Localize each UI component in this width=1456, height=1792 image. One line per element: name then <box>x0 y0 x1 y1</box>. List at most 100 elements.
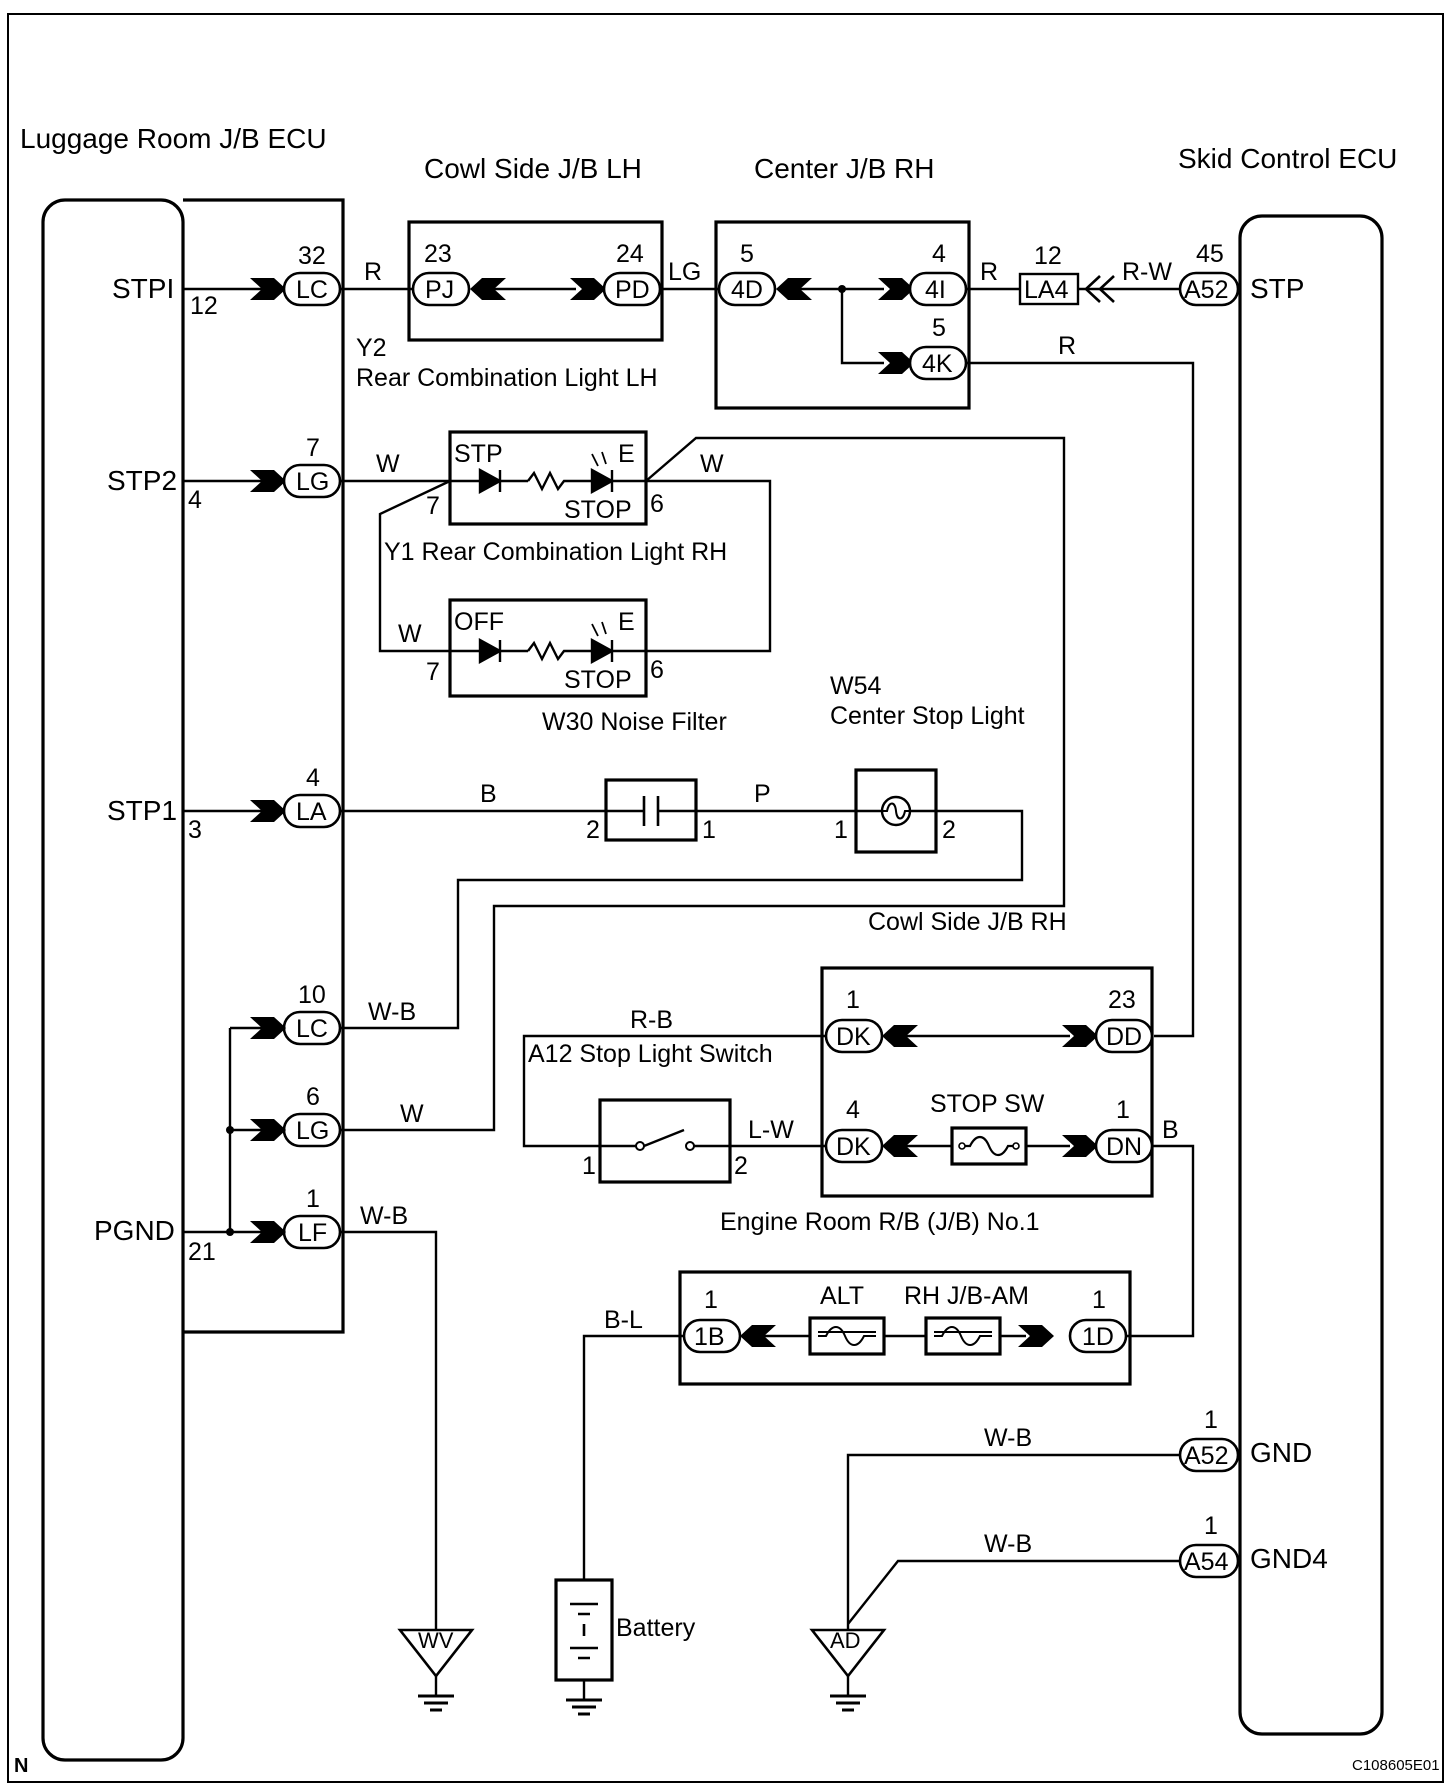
ground-ad-label: AD <box>830 1628 861 1653</box>
wire-label-rb: R-B <box>630 1006 673 1034</box>
engine-rb-box <box>820 966 1154 1198</box>
ecu-pin-stp1: STP1 <box>107 795 177 826</box>
center-jb-title: Center J/B RH <box>754 153 935 184</box>
stop-light-switch-contact-right <box>685 1141 695 1151</box>
wire-label-wb1: W-B <box>368 998 416 1026</box>
wire-label-r1: R <box>364 258 382 286</box>
w54-name: Center Stop Light <box>830 702 1025 730</box>
wire-wb-gnd <box>846 1453 1180 1630</box>
connector-dd-pin: 23 <box>1108 986 1136 1014</box>
stop-sw-fuse-dot-right <box>1012 1142 1020 1150</box>
luggage-ecu-box <box>41 198 185 1762</box>
wire-wb-gnd4 <box>847 1559 1180 1625</box>
light2-pin7: 7 <box>426 658 440 686</box>
connector-dk-1-pin: 1 <box>846 986 860 1014</box>
y1-label: Y1 Rear Combination Light RH <box>384 538 727 566</box>
wire-rb-dk-switch <box>522 1034 826 1148</box>
skid-ecu-title: Skid Control ECU <box>1178 143 1397 174</box>
noise-filter-pin1: 1 <box>702 816 716 844</box>
wire-b-dn-1d <box>1152 1144 1195 1338</box>
connector-pj <box>411 271 471 307</box>
wire-label-wb3: W-B <box>984 1424 1032 1452</box>
fuse-alt-label: ALT <box>820 1282 864 1310</box>
luggage-ecu-title: Luggage Room J/B ECU <box>20 123 327 154</box>
wire-label-lw: L-W <box>748 1116 794 1144</box>
connector-1b-pin: 1 <box>704 1286 718 1314</box>
connector-lc-32-pin: 32 <box>298 242 326 270</box>
light1-stp: STP <box>454 440 503 468</box>
connector-lg-6-label: LG <box>296 1117 329 1145</box>
battery-icon <box>570 1602 598 1660</box>
fuse-rh-am-label: RH J/B-AM <box>904 1282 1029 1310</box>
wire-label-b2: B <box>1162 1116 1179 1144</box>
wire-center-branch <box>840 289 884 365</box>
light2-diode-icon <box>450 637 528 665</box>
wire-label-r3: R <box>1058 332 1076 360</box>
connector-1b-label: 1B <box>694 1323 725 1351</box>
cowl-lh-box <box>407 220 664 342</box>
connector-la-label: LA <box>296 798 327 826</box>
connector-lg-7-pin: 7 <box>306 434 320 462</box>
ground-ad-icon <box>828 1674 868 1712</box>
connector-dn-pin: 1 <box>1116 1096 1130 1124</box>
noise-filter-pin2: 2 <box>586 816 600 844</box>
light2-led-icon <box>590 637 646 665</box>
ground-battery-icon <box>564 1678 604 1716</box>
connector-4d-pin: 5 <box>740 240 754 268</box>
connector-la4-pin: 12 <box>1034 242 1062 270</box>
connector-lc-10-label: LC <box>296 1015 328 1043</box>
wire-label-b1: B <box>480 780 497 808</box>
connector-a52-gnd-label: A52 <box>1184 1442 1228 1470</box>
connector-a54-gnd4-pin: 1 <box>1204 1512 1218 1540</box>
switch-pin1: 1 <box>582 1152 596 1180</box>
connector-1d-label: 1D <box>1082 1323 1114 1351</box>
cowl-rh-label: Cowl Side J/B RH <box>868 908 1067 936</box>
junction-pgnd-1 <box>226 1126 234 1134</box>
luggage-ecu-jb-outline <box>183 198 345 1334</box>
connector-a52-gnd-pin: 1 <box>1204 1406 1218 1434</box>
light1-resistor-icon <box>527 470 592 492</box>
connector-lc-32-label: LC <box>296 276 328 304</box>
connector-pj-pin: 23 <box>424 240 452 268</box>
connector-la4-label: LA4 <box>1024 276 1069 304</box>
connector-la4 <box>1018 272 1080 306</box>
connector-pd-label: PD <box>615 276 650 304</box>
light1-stop: STOP <box>564 496 632 524</box>
wire-label-rw: R-W <box>1122 258 1172 286</box>
wire-bl-1b-battery <box>582 1334 684 1580</box>
skid-ecu-box <box>1238 214 1384 1736</box>
ecu-pin-pgnd: PGND <box>94 1215 175 1246</box>
fuse-block-box <box>678 1270 1132 1386</box>
stop-light-switch-box <box>598 1098 732 1184</box>
wire-label-p: P <box>754 780 771 808</box>
stop-sw-fuse-icon <box>962 1135 1016 1157</box>
engine-rb-label: Engine Room R/B (J/B) No.1 <box>720 1208 1040 1236</box>
y2-name: Rear Combination Light LH <box>356 364 658 392</box>
wire-wb-csl-lc <box>340 809 1024 1030</box>
connector-4d <box>717 271 777 307</box>
connector-dk-1-label: DK <box>836 1023 871 1051</box>
light2-stop: STOP <box>564 666 632 694</box>
center-jb-box <box>714 220 971 410</box>
ecu-pin-stp1-number: 3 <box>188 816 202 844</box>
wire-label-lg: LG <box>668 258 701 286</box>
wire-w-to-cowl-rh <box>340 436 1066 1132</box>
light1-diode-icon <box>450 467 528 495</box>
ecu-pin-stp2: STP2 <box>107 465 177 496</box>
w30-label: W30 Noise Filter <box>542 708 727 736</box>
connector-lf-pin: 1 <box>306 1185 320 1213</box>
light1-led-rays-icon <box>591 451 607 467</box>
ground-wv-label: WV <box>418 1628 454 1653</box>
wire-label-wb2: W-B <box>360 1202 408 1230</box>
center-stop-light-filament-icon <box>882 802 910 820</box>
cowl-lh-title: Cowl Side J/B LH <box>424 153 642 184</box>
csl-pin2: 2 <box>942 816 956 844</box>
y2-code: Y2 <box>356 334 387 362</box>
connector-la-pin: 4 <box>306 764 320 792</box>
skid-pin-gnd: GND <box>1250 1437 1312 1468</box>
stop-sw-label: STOP SW <box>930 1090 1045 1118</box>
light2-off: OFF <box>454 608 504 636</box>
wire-label-w2: W <box>700 450 724 478</box>
ecu-pin-stp2-number: 4 <box>188 486 202 514</box>
